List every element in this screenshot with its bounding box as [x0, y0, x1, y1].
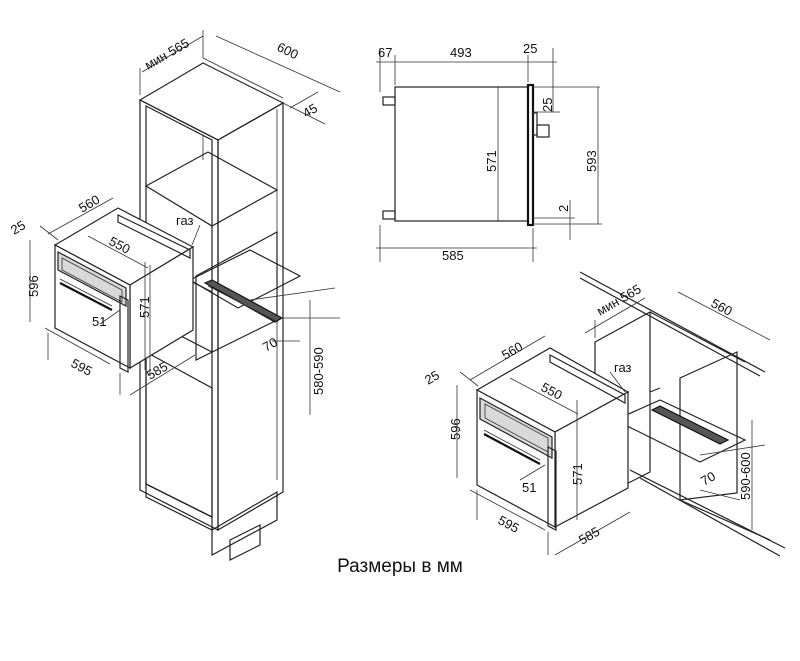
label-side-593: 593 — [584, 150, 599, 172]
oven-left — [53, 207, 195, 373]
label-side-67: 67 — [378, 45, 392, 60]
label-gas-right: газ — [614, 360, 632, 375]
label-gap-45: 45 — [300, 100, 320, 120]
label-51-left: 51 — [92, 314, 106, 329]
under-counter-cabinet — [579, 271, 786, 557]
left-dimension-lines — [29, 30, 341, 415]
label-height-596-right: 596 — [448, 418, 463, 440]
label-height-571-right: 571 — [570, 463, 585, 485]
label-side-25-right: 25 — [540, 98, 555, 112]
label-height-596-left: 596 — [26, 275, 41, 297]
label-depth-585-left: 585 — [144, 359, 170, 383]
label-niche-min-left: мин 565 — [142, 35, 192, 72]
right-dimension-lines — [456, 291, 771, 556]
label-width-560-top-right: 560 — [709, 295, 735, 318]
label-width-595-left: 595 — [69, 355, 95, 378]
label-depth-600: 600 — [275, 39, 301, 62]
label-offset-25-left: 25 — [8, 217, 28, 237]
label-side-585: 585 — [442, 248, 464, 263]
label-height-580-590: 580-590 — [311, 347, 326, 395]
label-gap-70-left: 70 — [260, 334, 280, 354]
label-side-2: 2 — [556, 205, 571, 212]
label-gap-70-right: 70 — [698, 468, 718, 488]
label-side-571: 571 — [484, 150, 499, 172]
label-gas-left: газ — [176, 213, 194, 228]
side-view — [376, 48, 602, 262]
label-width-560-left: 560 — [76, 192, 102, 216]
label-width-560-right: 560 — [499, 339, 525, 363]
label-depth-585-right: 585 — [576, 524, 602, 548]
label-51-right: 51 — [522, 480, 536, 495]
label-height-571-left: 571 — [137, 296, 152, 318]
label-side-25-top: 25 — [523, 41, 537, 56]
oven-right — [475, 347, 630, 531]
caption-dimensions-mm: Размеры в мм — [337, 556, 463, 577]
label-offset-25-right: 25 — [422, 367, 442, 387]
label-side-493: 493 — [450, 45, 472, 60]
label-height-590-600: 590-600 — [738, 452, 753, 500]
